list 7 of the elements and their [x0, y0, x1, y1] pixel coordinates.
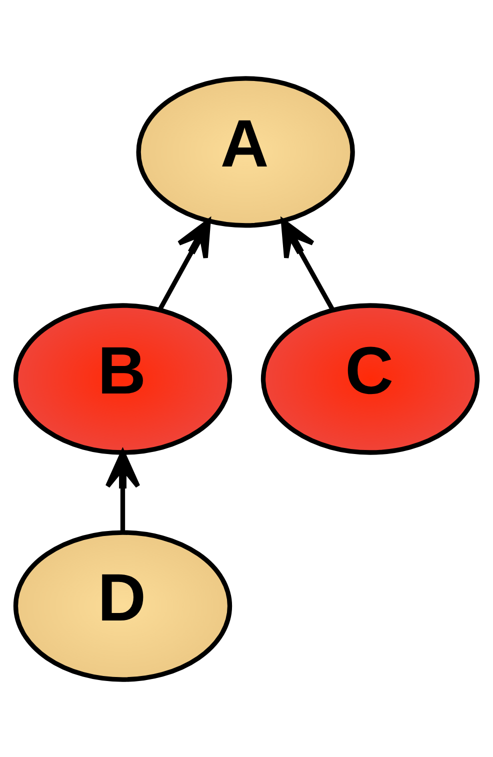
node-ellipse: C: [260, 302, 480, 454]
arrow: [280, 218, 335, 310]
node-ellipse: D: [13, 530, 232, 682]
arrow: [105, 450, 140, 532]
arrow: [158, 218, 211, 310]
node-ellipse: A: [136, 76, 355, 228]
node-ellipse: B: [13, 302, 232, 454]
